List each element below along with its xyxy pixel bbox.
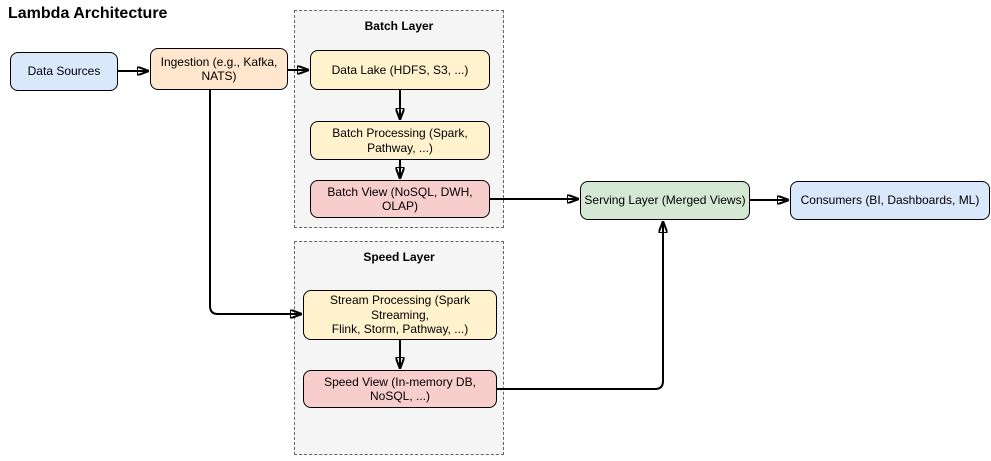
node-data-sources: Data Sources — [10, 52, 118, 91]
node-batch-view-label: Batch View (NoSQL, DWH, OLAP) — [327, 184, 473, 213]
diagram-title: Lambda Architecture — [8, 5, 168, 22]
node-serving-layer: Serving Layer (Merged Views) — [580, 181, 750, 220]
node-data-lake-label: Data Lake (HDFS, S3, ...) — [331, 62, 469, 77]
node-consumers: Consumers (BI, Dashboards, ML) — [790, 181, 990, 220]
node-stream-processing: Stream Processing (Spark Streaming, Flin… — [303, 290, 497, 340]
node-consumers-label: Consumers (BI, Dashboards, ML) — [800, 193, 980, 208]
node-serving-layer-label: Serving Layer (Merged Views) — [584, 193, 746, 208]
node-batch-processing-label: Batch Processing (Spark, Pathway, ...) — [332, 126, 468, 155]
node-ingestion: Ingestion (e.g., Kafka, NATS) — [150, 48, 288, 90]
node-data-sources-label: Data Sources — [27, 64, 101, 79]
node-batch-view: Batch View (NoSQL, DWH, OLAP) — [310, 180, 490, 218]
node-speed-view-label: Speed View (In-memory DB, NoSQL, ...) — [324, 374, 476, 403]
node-data-lake: Data Lake (HDFS, S3, ...) — [310, 50, 490, 90]
node-stream-processing-label: Stream Processing (Spark Streaming, Flin… — [329, 293, 471, 337]
edge-ingestion-stream-processing — [209, 90, 301, 314]
node-batch-processing: Batch Processing (Spark, Pathway, ...) — [310, 121, 490, 160]
edge-speed-view-serving-layer — [497, 222, 663, 390]
node-ingestion-label: Ingestion (e.g., Kafka, NATS) — [160, 54, 278, 83]
batch-layer-title: Batch Layer — [364, 19, 434, 33]
node-speed-view: Speed View (In-memory DB, NoSQL, ...) — [303, 370, 497, 408]
speed-layer-title: Speed Layer — [363, 250, 435, 264]
